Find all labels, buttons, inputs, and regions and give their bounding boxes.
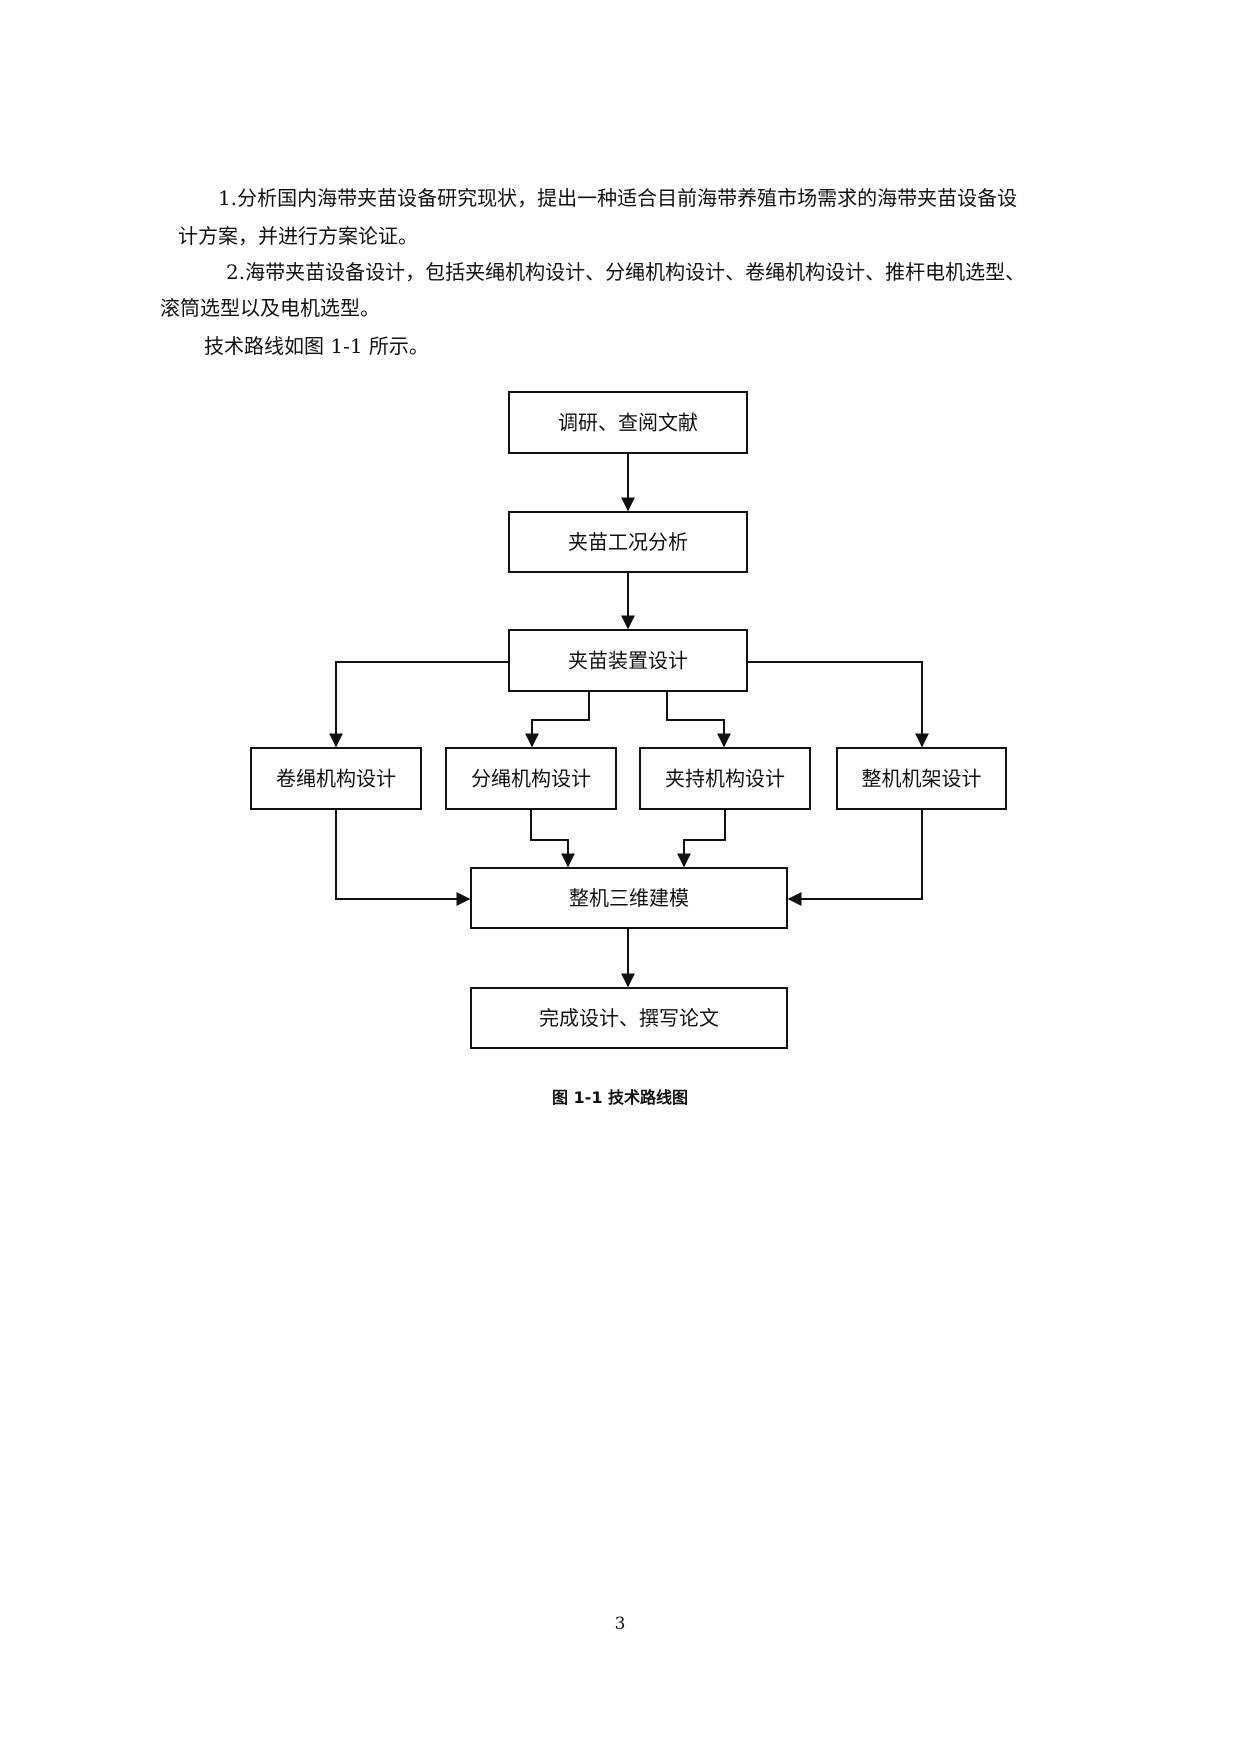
node-device-design: 夹苗装置设计: [508, 629, 748, 692]
node-rope-winding: 卷绳机构设计: [250, 747, 422, 810]
node-modeling-label: 整机三维建模: [569, 886, 689, 910]
node-research-label: 调研、查阅文献: [558, 411, 698, 435]
node-finish-label: 完成设计、撰写论文: [539, 1006, 719, 1030]
node-rope-splitting: 分绳机构设计: [445, 747, 617, 810]
figure-caption: 图 1-1 技术路线图: [551, 1088, 689, 1107]
arrow-device-design-to-clamping: [666, 691, 731, 748]
node-analysis: 夹苗工况分析: [508, 511, 748, 573]
arrow-rope-splitting-to-modeling: [530, 809, 575, 868]
paragraph-1-line-1: 1.分析国内海带夹苗设备研究现状，提出一种适合目前海带养殖市场需求的海带夹苗设备…: [218, 186, 1018, 210]
arrow-device-design-to-rope-splitting: [525, 691, 590, 748]
node-frame-label: 整机机架设计: [862, 767, 982, 791]
paragraph-1-line-2: 计方案，并进行方案论证。: [178, 224, 418, 248]
arrow-device-design-to-frame: [747, 661, 929, 748]
node-research: 调研、查阅文献: [508, 391, 748, 454]
node-rope-winding-label: 卷绳机构设计: [276, 767, 396, 791]
paragraph-2-line-2: 滚筒选型以及电机选型。: [160, 296, 380, 320]
arrow-clamping-to-modeling: [677, 809, 726, 868]
arrow-frame-to-modeling: [787, 809, 923, 906]
node-device-design-label: 夹苗装置设计: [568, 649, 688, 673]
page-number: 3: [614, 1614, 626, 1634]
arrow-rope-winding-to-modeling: [335, 809, 471, 906]
node-frame: 整机机架设计: [836, 747, 1007, 810]
node-analysis-label: 夹苗工况分析: [568, 530, 688, 554]
node-finish: 完成设计、撰写论文: [470, 987, 788, 1049]
paragraph-3: 技术路线如图 1-1 所示。: [204, 334, 429, 358]
paragraph-2-line-1: 2.海带夹苗设备设计，包括夹绳机构设计、分绳机构设计、卷绳机构设计、推杆电机选型…: [226, 260, 1026, 284]
node-rope-splitting-label: 分绳机构设计: [471, 767, 591, 791]
node-modeling: 整机三维建模: [470, 867, 788, 929]
arrow-device-design-to-rope-winding: [329, 661, 509, 748]
node-clamping-label: 夹持机构设计: [665, 767, 785, 791]
connectors: [329, 454, 929, 988]
node-clamping: 夹持机构设计: [639, 747, 811, 810]
